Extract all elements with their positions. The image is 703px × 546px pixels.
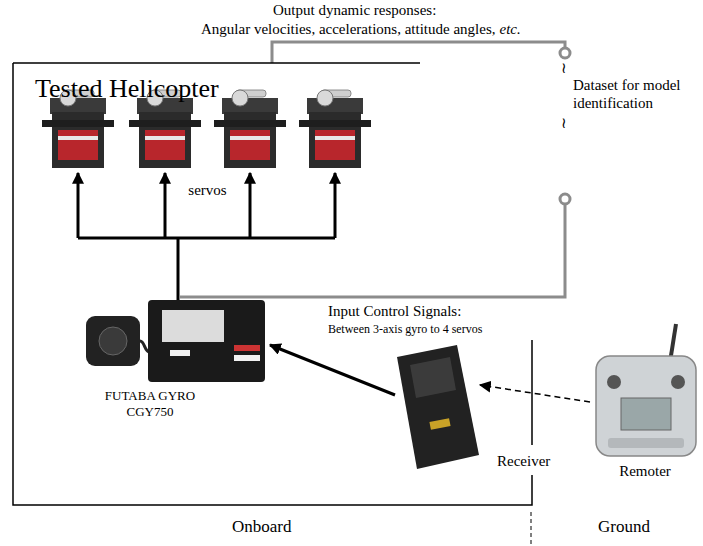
component-label: FUTABA GYRO CGY750	[90, 388, 210, 419]
connector-line	[78, 237, 335, 240]
wave-mark: ≀	[561, 114, 567, 132]
output-list: etc.	[499, 20, 520, 38]
onboard-region: Tested Helicopter servosFUTABA GYRO CGY75…	[13, 63, 532, 505]
gyro-illustration	[86, 300, 265, 382]
ground-divider	[531, 512, 532, 546]
wave-mark: ≀	[561, 59, 567, 77]
signal-arrow	[480, 385, 590, 402]
component-label: Receiver	[497, 452, 582, 470]
gyro-unit: FUTABA GYRO CGY750	[85, 300, 270, 425]
region-title: Tested Helicopter	[35, 73, 219, 104]
connector-line	[177, 238, 180, 300]
connector-line	[164, 173, 167, 238]
connector-line	[77, 173, 80, 238]
connector-line	[249, 173, 252, 238]
remote-illustration	[596, 324, 696, 456]
component-label: servos	[35, 181, 380, 199]
component-label: Remoter	[590, 462, 700, 480]
output-heading: Output dynamic responses:	[273, 1, 436, 19]
receiver-illustration	[397, 345, 479, 469]
connector-line	[270, 345, 395, 395]
onboard-outline	[13, 63, 532, 505]
side-label: Onboard	[232, 517, 291, 537]
connector-line	[480, 385, 590, 402]
output-list: Angular velocities, accelerations, attit…	[201, 20, 495, 38]
input-note: Between 3-axis gyro to 4 servos	[328, 322, 482, 336]
input-heading: Input Control Signals:	[328, 302, 461, 320]
remote-transmitter: Remoter	[590, 322, 703, 484]
dataset-label: Dataset for model identification	[573, 76, 698, 112]
receiver-unit: Receiver	[395, 345, 480, 470]
connector-line	[334, 173, 337, 238]
signal-arrow	[270, 345, 395, 395]
side-label: Ground	[598, 517, 650, 537]
data-wires	[180, 42, 570, 297]
